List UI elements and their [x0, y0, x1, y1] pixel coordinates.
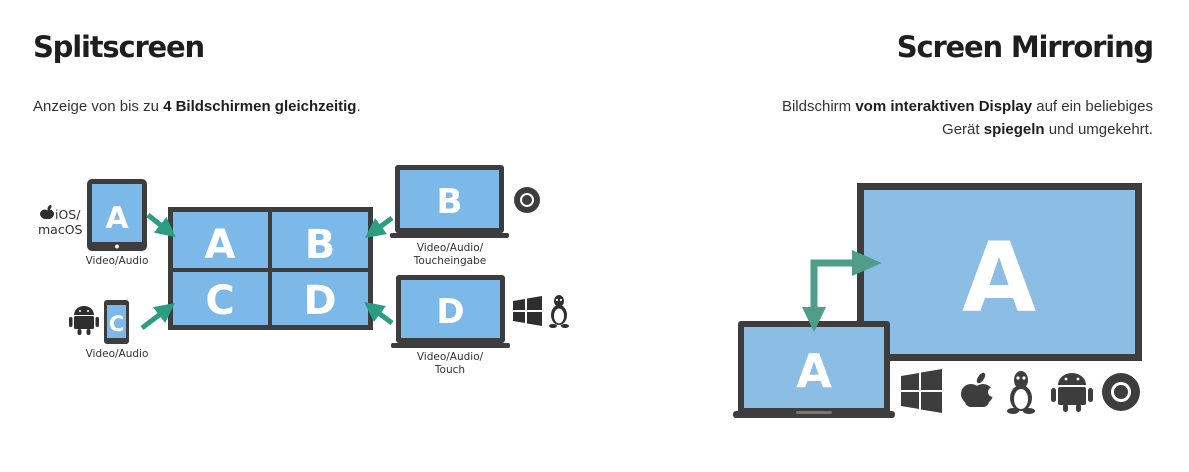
laptop-label: A	[796, 344, 832, 398]
phone-c: C	[104, 300, 129, 344]
quadrant-d	[272, 272, 368, 325]
windows-icon	[513, 296, 542, 326]
quadrant-b	[272, 212, 368, 268]
os-macos-label: macOS	[38, 222, 83, 237]
mirroring-laptop: A	[733, 321, 895, 418]
splitscreen-description: Anzeige von bis zu 4 Bildschirmen gleich…	[33, 98, 361, 115]
tablet-a: A	[87, 179, 147, 251]
mirroring-description: Bildschirm vom interaktiven Display auf …	[781, 98, 1153, 138]
os-ios-label: iOS/	[55, 207, 81, 222]
quadrant-a-label: A	[205, 222, 236, 268]
android-icon	[1051, 373, 1093, 412]
display-label: A	[962, 222, 1036, 334]
caption-b-line1: Video/Audio/	[417, 242, 484, 254]
splitscreen-title: Splitscreen	[33, 30, 205, 64]
quadrant-c-label: C	[205, 278, 234, 324]
quadrant-b-label: B	[305, 222, 336, 268]
android-icon	[69, 306, 99, 335]
caption-d-line2: Touch	[434, 364, 465, 376]
quadrant-a	[173, 212, 268, 268]
apple-icon	[961, 372, 998, 407]
arrow-laptop-d	[364, 302, 394, 325]
chrome-icon	[1102, 373, 1140, 411]
laptop-d-label: D	[436, 292, 464, 332]
caption-d-line1: Video/Audio/	[417, 351, 484, 363]
laptop-d: D	[391, 275, 510, 348]
arrow-phone-c	[140, 302, 175, 330]
apple-icon	[40, 205, 54, 219]
splitscreen-diagram: A B C D A Video/Audio iOS/ macOS C Vide	[38, 165, 569, 376]
interactive-display: A	[857, 183, 1142, 361]
caption-c: Video/Audio	[86, 348, 149, 360]
chrome-icon	[514, 187, 540, 213]
mirror-arrow	[802, 250, 882, 332]
central-display: A B C D	[168, 207, 373, 330]
mirroring-diagram: A A	[733, 183, 1142, 418]
windows-icon	[901, 369, 942, 413]
caption-a: Video/Audio	[86, 255, 149, 267]
split-arrows	[140, 213, 394, 330]
laptop-b-label: B	[437, 182, 463, 222]
caption-b-line2: Toucheingabe	[413, 255, 486, 267]
linux-icon	[549, 295, 569, 328]
tablet-a-label: A	[105, 201, 129, 236]
quadrant-c	[173, 272, 268, 325]
phone-c-label: C	[109, 312, 124, 336]
screen-mirroring-title: Screen Mirroring	[896, 30, 1154, 64]
arrow-tablet-a	[146, 213, 176, 238]
quadrant-d-label: D	[303, 278, 336, 324]
laptop-b: B	[390, 165, 509, 238]
linux-icon	[1007, 371, 1035, 414]
arrow-laptop-b	[364, 215, 394, 238]
